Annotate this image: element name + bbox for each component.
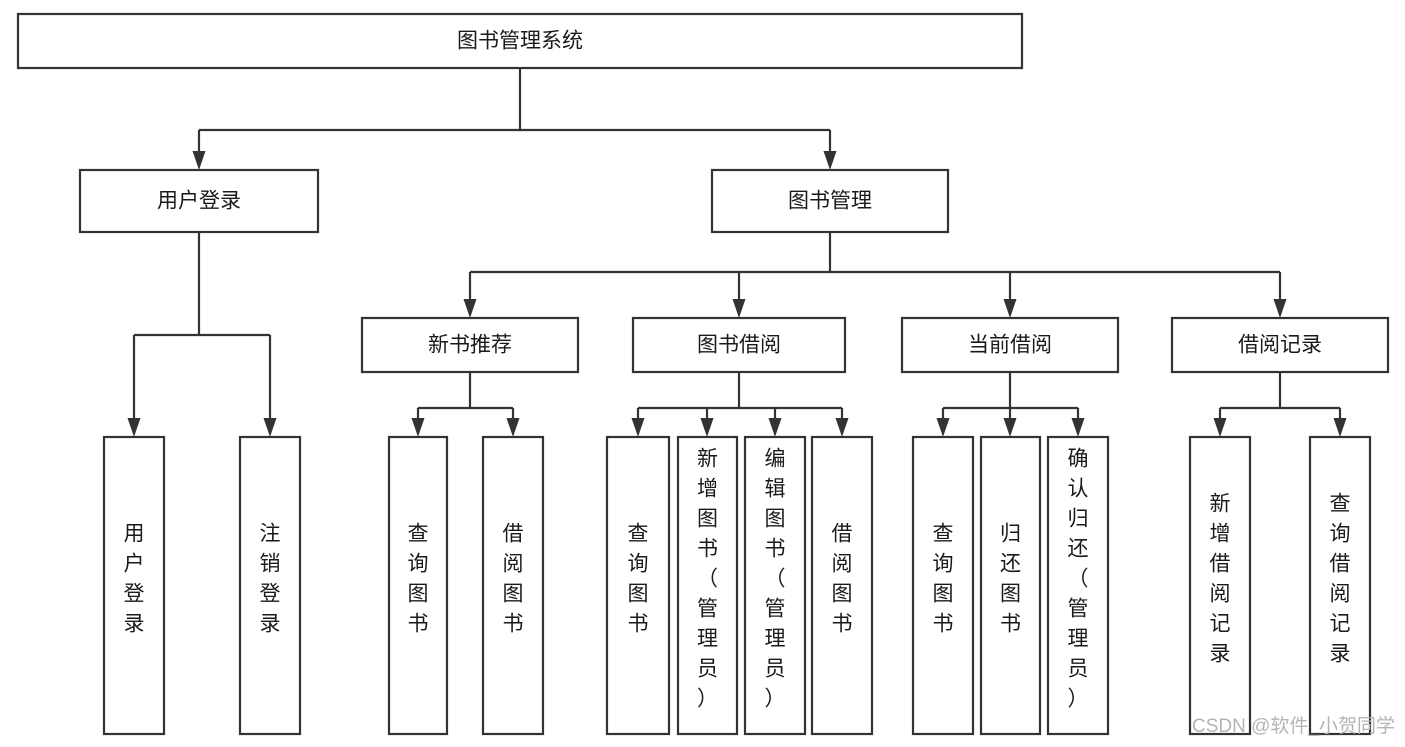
- node-leaf-borrow-book[interactable]: 借阅图书: [810, 435, 874, 736]
- node-label: 编辑图书（管理员）: [765, 448, 786, 711]
- node-leaf-add-borrow-record[interactable]: 新增借阅记录: [1188, 435, 1252, 736]
- node-new-book-recommend[interactable]: 新书推荐: [360, 316, 580, 374]
- node-leaf-borrow-book-recommend[interactable]: 借阅图书: [481, 435, 545, 736]
- node-label: 新增图书（管理员）: [697, 448, 718, 711]
- node-borrow-record[interactable]: 借阅记录: [1170, 316, 1390, 374]
- node-leaf-query-book-recommend[interactable]: 查询图书: [387, 435, 449, 736]
- node-label: 图书管理: [788, 190, 872, 213]
- connector-layer: [127, 68, 1347, 437]
- node-label: 归还图书: [1000, 523, 1021, 636]
- node-label: 查询借阅记录: [1330, 493, 1351, 666]
- node-leaf-logout[interactable]: 注销登录: [238, 435, 302, 736]
- node-layer: 图书管理系统用户登录图书管理新书推荐图书借阅当前借阅借阅记录用户登录注销登录查询…: [16, 12, 1390, 736]
- node-leaf-confirm-return-admin[interactable]: 确认归还（管理员）: [1046, 435, 1110, 736]
- conn-record-to-leaves: [1213, 372, 1347, 437]
- conn-userlogin-to-leaves: [127, 232, 277, 437]
- node-book-borrow[interactable]: 图书借阅: [631, 316, 847, 374]
- conn-current-to-leaves: [936, 372, 1085, 437]
- node-label: 新增借阅记录: [1210, 493, 1231, 666]
- node-label: 借阅记录: [1238, 334, 1322, 357]
- conn-recommend-to-leaves: [411, 372, 520, 437]
- node-root[interactable]: 图书管理系统: [16, 12, 1024, 70]
- node-user-login[interactable]: 用户登录: [78, 168, 320, 234]
- node-label: 用户登录: [124, 523, 145, 636]
- node-label: 注销登录: [260, 523, 281, 636]
- node-label: 借阅图书: [503, 523, 524, 636]
- node-label: 查询图书: [408, 523, 429, 636]
- node-current-borrow[interactable]: 当前借阅: [900, 316, 1120, 374]
- node-label: 查询图书: [933, 523, 954, 636]
- node-leaf-return-book[interactable]: 归还图书: [979, 435, 1042, 736]
- node-leaf-user-login[interactable]: 用户登录: [102, 435, 166, 736]
- node-label: 当前借阅: [968, 334, 1052, 357]
- node-label: 图书借阅: [697, 334, 781, 357]
- node-leaf-query-borrow-record[interactable]: 查询借阅记录: [1308, 435, 1372, 736]
- conn-borrow-to-leaves: [631, 372, 849, 437]
- node-label: 图书管理系统: [457, 30, 583, 53]
- conn-bookmanage-to-level2: [463, 232, 1287, 318]
- node-leaf-query-book-current[interactable]: 查询图书: [911, 435, 975, 736]
- node-label: 借阅图书: [832, 523, 853, 636]
- csdn-watermark: CSDN @软件_小贺同学: [1192, 715, 1395, 737]
- node-label: 查询图书: [628, 523, 649, 636]
- node-leaf-add-book-admin[interactable]: 新增图书（管理员）: [676, 435, 739, 736]
- node-leaf-query-book-borrow[interactable]: 查询图书: [605, 435, 671, 736]
- node-leaf-edit-book-admin[interactable]: 编辑图书（管理员）: [743, 435, 807, 736]
- node-book-manage[interactable]: 图书管理: [710, 168, 950, 234]
- node-label: 确认归还（管理员）: [1068, 448, 1089, 711]
- node-label: 新书推荐: [428, 334, 512, 357]
- watermark-layer: CSDN @软件_小贺同学: [1192, 715, 1395, 737]
- node-label: 用户登录: [157, 190, 241, 213]
- conn-root-to-level1: [192, 68, 837, 170]
